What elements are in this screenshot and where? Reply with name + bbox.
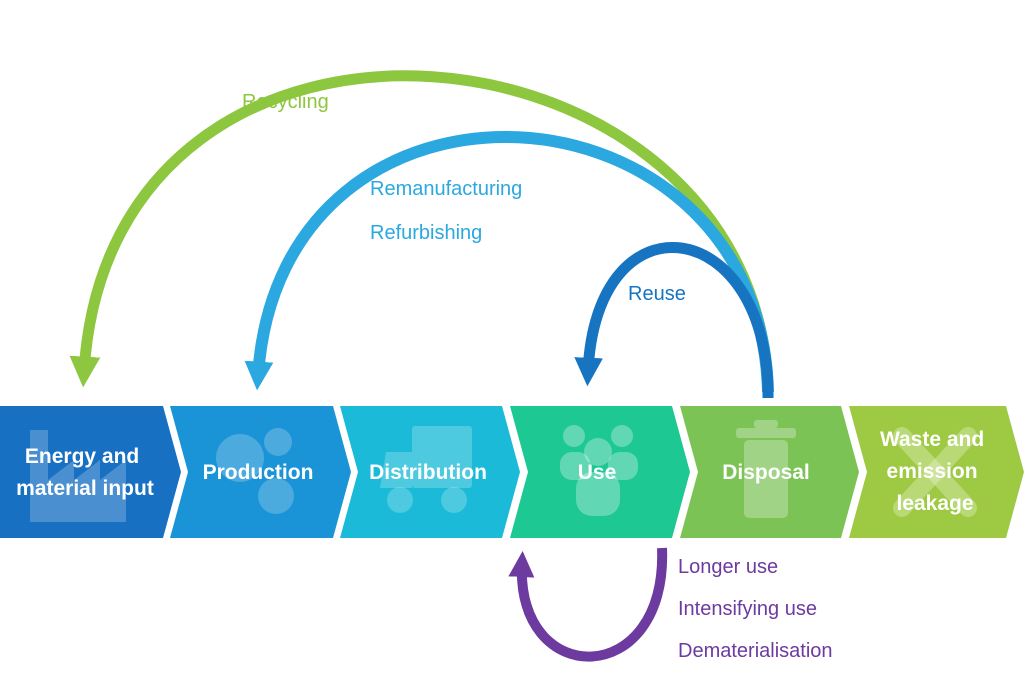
intensifying-use-label: Intensifying use [678, 598, 817, 620]
factory-icon [30, 430, 126, 522]
stage-waste-label: Waste and emission leakage [880, 428, 990, 515]
stage-waste-label-line-2: emission [887, 460, 978, 483]
dematerialisation-label: Dematerialisation [678, 640, 833, 662]
stage-disposal-shape [680, 406, 859, 538]
reuse-arrow [574, 241, 774, 399]
remanufacturing-arrow [244, 131, 774, 393]
people-icon [560, 425, 638, 516]
stage-waste-shape [849, 406, 1024, 538]
stage-use-label: Use [578, 461, 617, 484]
stage-distribution-shape [340, 406, 520, 538]
gears-icon [216, 428, 294, 514]
recycling-label: Recycling [242, 91, 329, 113]
stage-energy-label-line-1: Energy and [25, 445, 139, 468]
stage-production-label: Production [203, 461, 314, 484]
stage-energy-label-line-2: material input [16, 477, 154, 500]
reuse-label: Reuse [628, 283, 686, 305]
stage-energy-shape [0, 406, 181, 538]
refurbishing-label: Refurbishing [370, 222, 482, 244]
stage-waste-label-line-3: leakage [896, 492, 973, 515]
stage-use-shape [510, 406, 690, 538]
use-extension-arrow [508, 547, 668, 662]
remanufacturing-label: Remanufacturing [370, 178, 522, 200]
truck-icon [380, 426, 472, 513]
trash-bin-icon [736, 420, 796, 518]
longer-use-label: Longer use [678, 556, 778, 578]
stage-disposal-label: Disposal [722, 461, 810, 484]
stage-waste-label-line-1: Waste and [880, 428, 984, 451]
stage-distribution-label: Distribution [369, 461, 487, 484]
cross-icon [893, 427, 977, 517]
stage-energy-label: Energy and material input [16, 445, 154, 500]
stage-production-shape [170, 406, 351, 538]
